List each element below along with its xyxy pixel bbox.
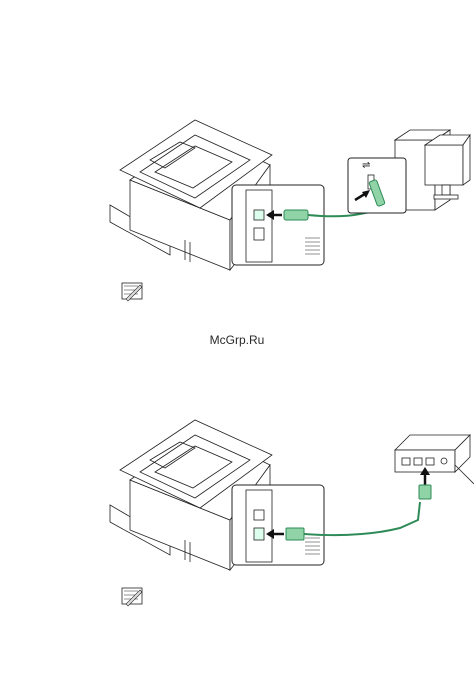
usb-port-icon [253, 209, 265, 221]
network-port-icon [253, 227, 265, 241]
computer-port-zoom: ⇌ [347, 157, 407, 214]
usb-connection-figure: ⇌ [0, 110, 474, 310]
watermark-text: McGrp.Ru [209, 333, 265, 347]
hub-arrow [418, 467, 432, 500]
port-zoom-box [231, 484, 325, 566]
network-connection-illustration [109, 419, 474, 607]
network-hub-drawing [394, 434, 474, 485]
usb-port-icon [253, 509, 265, 521]
note-icon [121, 282, 143, 302]
port-zoom-box [231, 184, 325, 266]
svg-text:⇌: ⇌ [362, 160, 370, 171]
computer-drawing [393, 129, 471, 211]
ethernet-plug-icon [285, 527, 305, 541]
note-icon [121, 587, 143, 607]
usb-connection-illustration: ⇌ [109, 119, 471, 302]
insert-arrow-icon [266, 210, 274, 220]
ethernet-cable-icon [303, 501, 421, 537]
usb-plug-icon [283, 209, 309, 221]
network-connection-figure [0, 410, 474, 610]
insert-arrow-icon [266, 529, 274, 539]
network-port-icon [253, 527, 265, 541]
